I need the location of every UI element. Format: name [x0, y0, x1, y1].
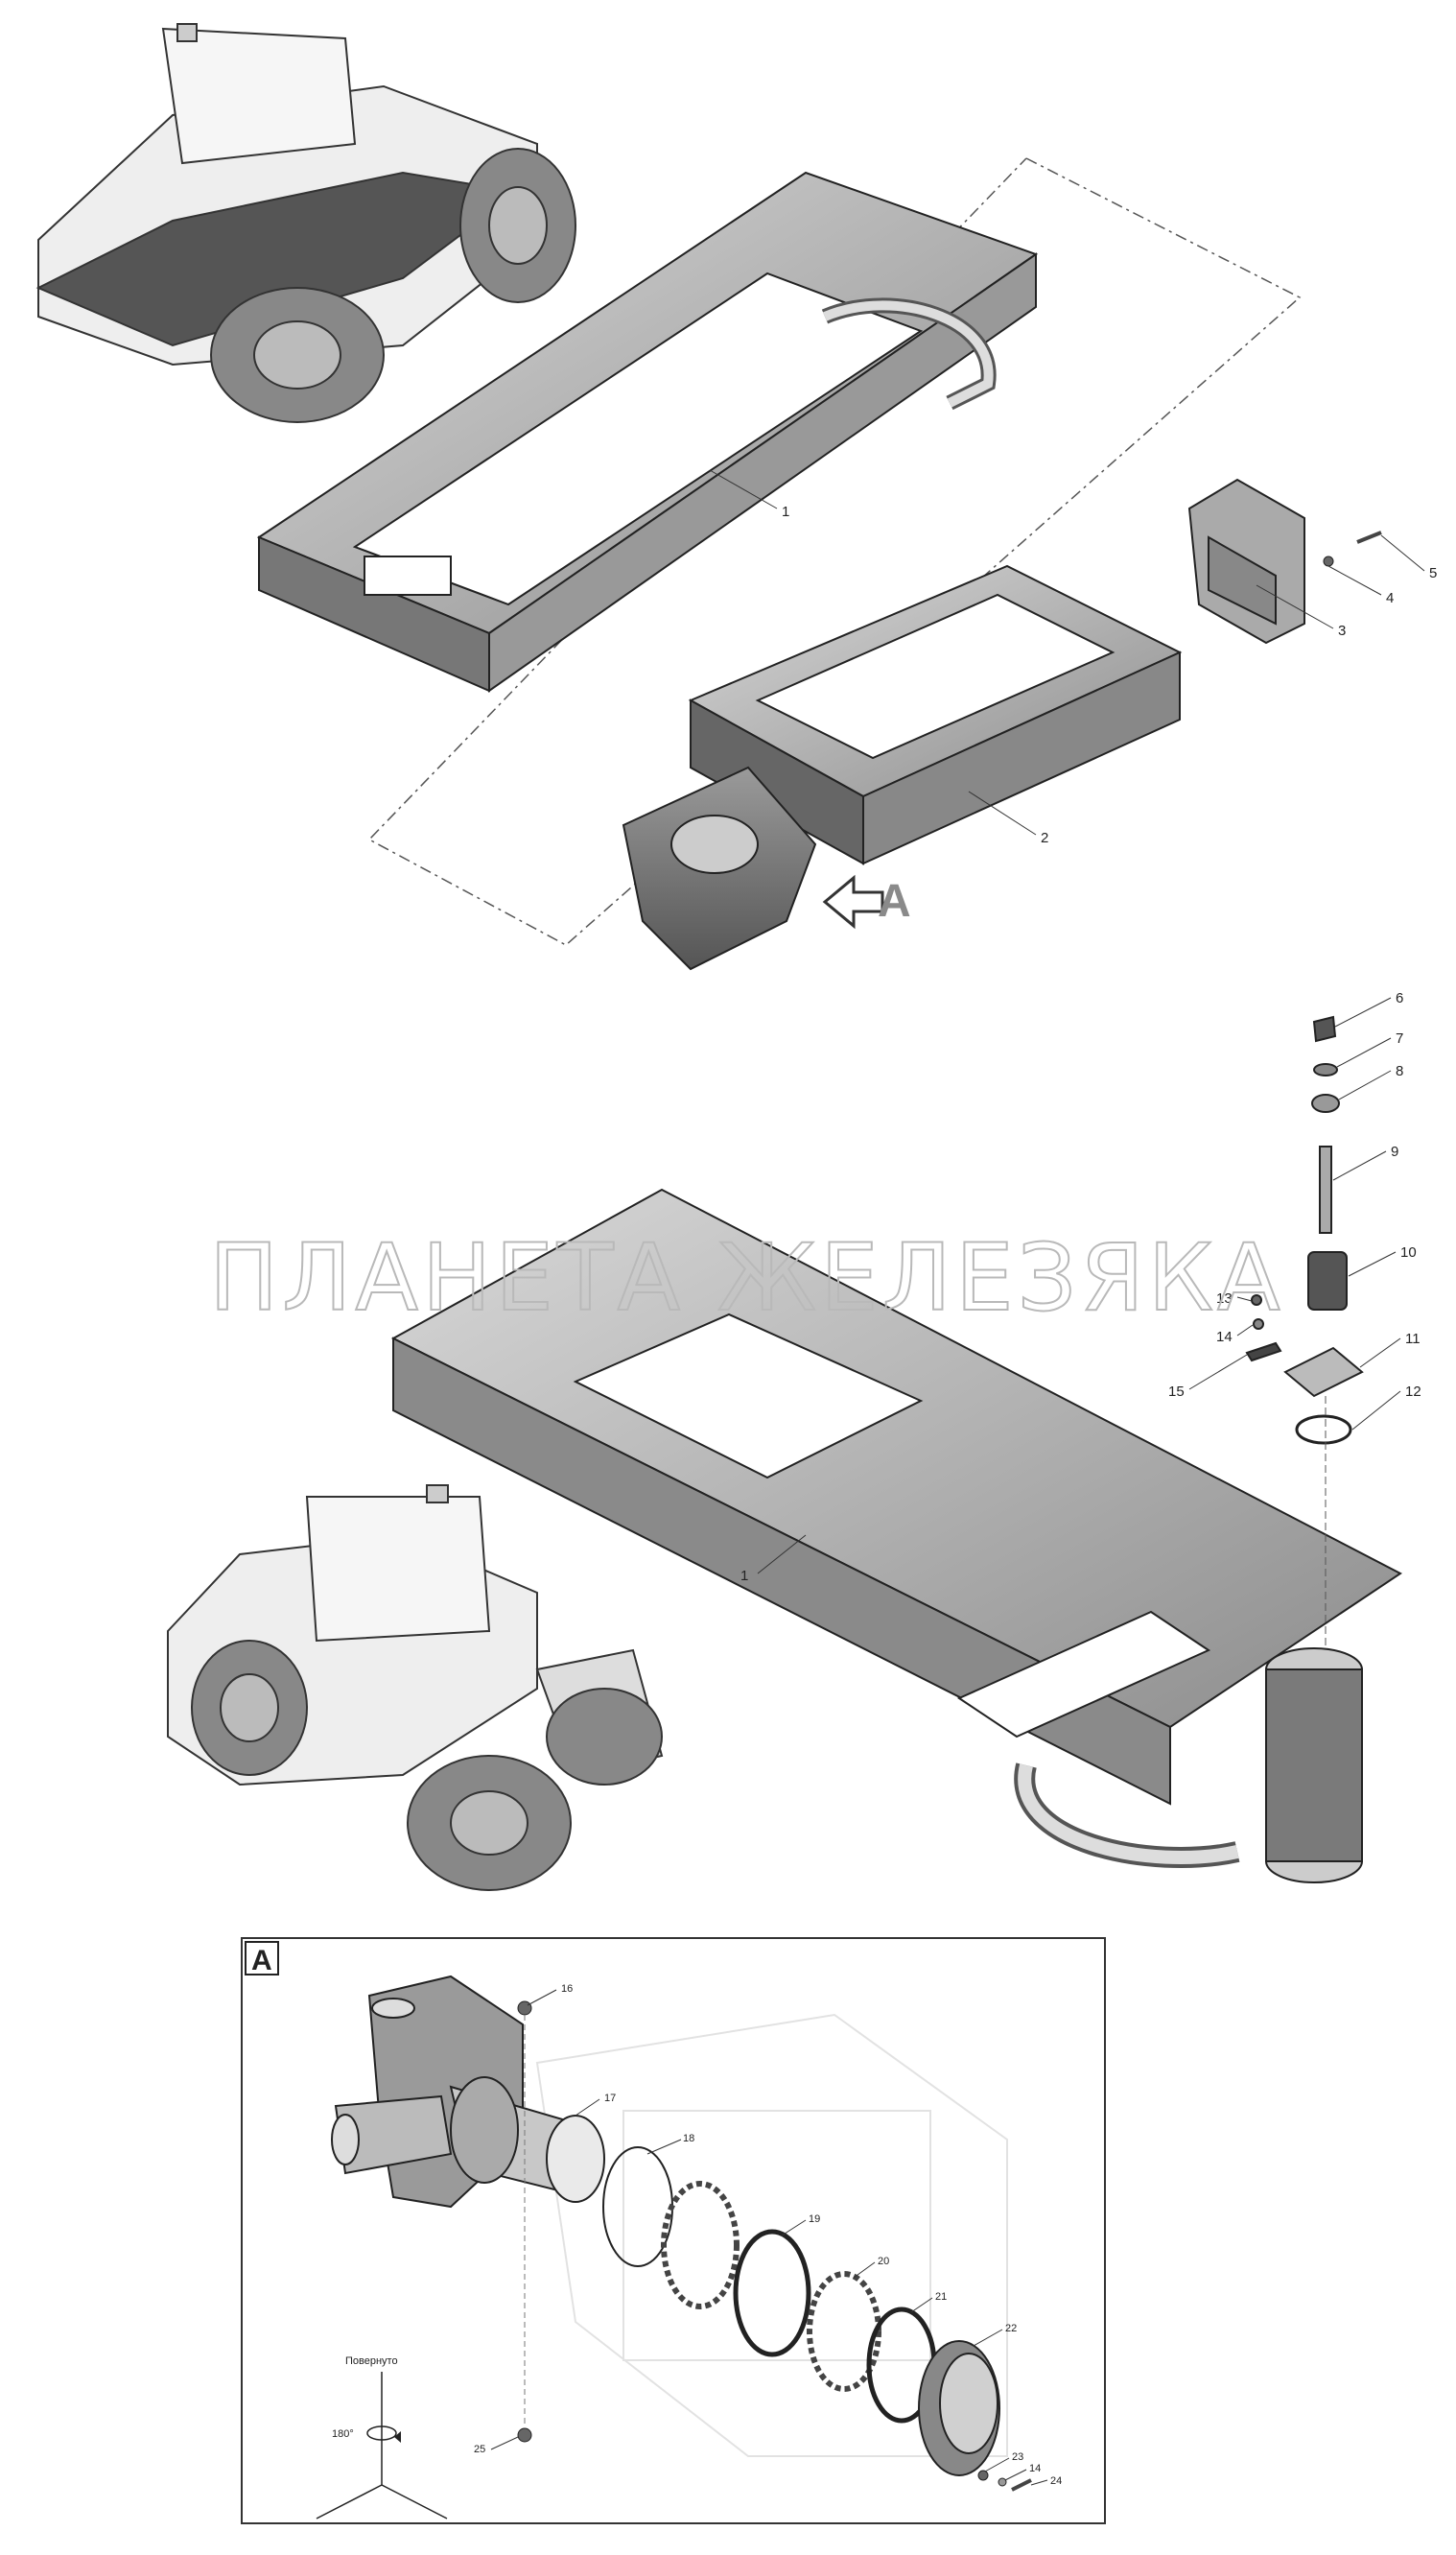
plate-part-11: [1283, 1346, 1364, 1398]
fastener-part-23: [977, 2470, 989, 2481]
bolt-part-24: [1011, 2478, 1032, 2492]
ring-part-12: [1295, 1414, 1352, 1445]
callout-5: 5: [1429, 565, 1437, 581]
callout-1-middle: 1: [740, 1568, 748, 1584]
axis-y-line: [381, 2484, 448, 2520]
callout-19: 19: [809, 2213, 820, 2225]
callout-14: 14: [1216, 1329, 1233, 1345]
plate-part-15: [1245, 1341, 1282, 1362]
washer-part-14: [1253, 1318, 1264, 1330]
nut-part-6: [1312, 1015, 1337, 1043]
front-frame-assembly: [622, 564, 1183, 971]
callout-23: 23: [1012, 2451, 1023, 2463]
callout-8: 8: [1396, 1063, 1403, 1079]
seal-part-20: [807, 2271, 881, 2392]
callout-25: 25: [474, 2444, 485, 2455]
shim-part-19: [733, 2229, 811, 2357]
top-callouts: 1 2 3 4 5: [709, 469, 1437, 846]
callout-13: 13: [1216, 1290, 1233, 1307]
tractor-thumbnail-top: [35, 23, 576, 423]
bolt-part-13: [1251, 1294, 1262, 1306]
callout-24: 24: [1050, 2475, 1062, 2487]
washer-part-7: [1313, 1063, 1338, 1076]
callout-4: 4: [1386, 590, 1394, 606]
callout-6: 6: [1396, 990, 1403, 1006]
ghost-frame-detail: [535, 2013, 1008, 2457]
callout-17: 17: [604, 2093, 616, 2104]
callout-18: 18: [683, 2133, 694, 2144]
callout-15: 15: [1168, 1384, 1185, 1400]
callout-14-detail: 14: [1029, 2463, 1041, 2474]
cover-part-22: [918, 2340, 1000, 2476]
view-a-box-label: A: [251, 1945, 272, 1976]
callout-16: 16: [561, 1983, 573, 1995]
rear-frame-top: [256, 171, 1039, 693]
bushing-part-10: [1307, 1251, 1348, 1311]
nut-part-8: [1311, 1094, 1340, 1113]
axle-journal-part-17: [449, 2076, 605, 2203]
bracket-part-3: [1187, 478, 1305, 645]
callout-1-top: 1: [782, 504, 789, 520]
detail-callouts: 16 17 18 19 20 21 22 23 14 24 25: [474, 1983, 1062, 2487]
tractor-thumbnail-middle: [167, 1484, 664, 1891]
fastener-part-25: [517, 2427, 532, 2443]
callout-22: 22: [1005, 2323, 1017, 2334]
stud-part-9: [1319, 1146, 1332, 1234]
washer-part-4: [1323, 556, 1334, 567]
rotation-arrow-icon: [366, 2425, 397, 2441]
bolt-part-5: [1356, 531, 1382, 544]
watermark-text: ПЛАНЕТА ЖЕЛЕЗЯКА: [209, 1224, 1284, 1332]
washer-part-14-detail: [998, 2477, 1007, 2487]
callout-21: 21: [935, 2291, 947, 2303]
callout-11: 11: [1405, 1331, 1421, 1347]
middle-callouts: 6 7 8 9 10 11 12 13 14 15 1: [740, 990, 1421, 1584]
view-a-letter: A: [878, 876, 911, 927]
rotation-indicator: Повернуто 180°: [316, 2355, 448, 2520]
callout-12: 12: [1405, 1384, 1421, 1400]
shim-part-19-a: [661, 2181, 740, 2309]
callout-2: 2: [1041, 830, 1048, 846]
pivot-parts-stack: [1245, 1015, 1364, 1650]
rotation-caption: Повернуто: [345, 2355, 398, 2367]
rotation-angle: 180°: [332, 2428, 354, 2440]
axis-x-line: [316, 2484, 383, 2520]
callout-7: 7: [1396, 1030, 1403, 1047]
view-a-arrow-marker: A: [822, 874, 911, 930]
rear-frame-middle: [390, 1188, 1402, 1883]
callout-10: 10: [1400, 1244, 1417, 1261]
callout-9: 9: [1391, 1144, 1398, 1160]
callout-20: 20: [878, 2256, 889, 2267]
callout-3: 3: [1338, 623, 1346, 639]
